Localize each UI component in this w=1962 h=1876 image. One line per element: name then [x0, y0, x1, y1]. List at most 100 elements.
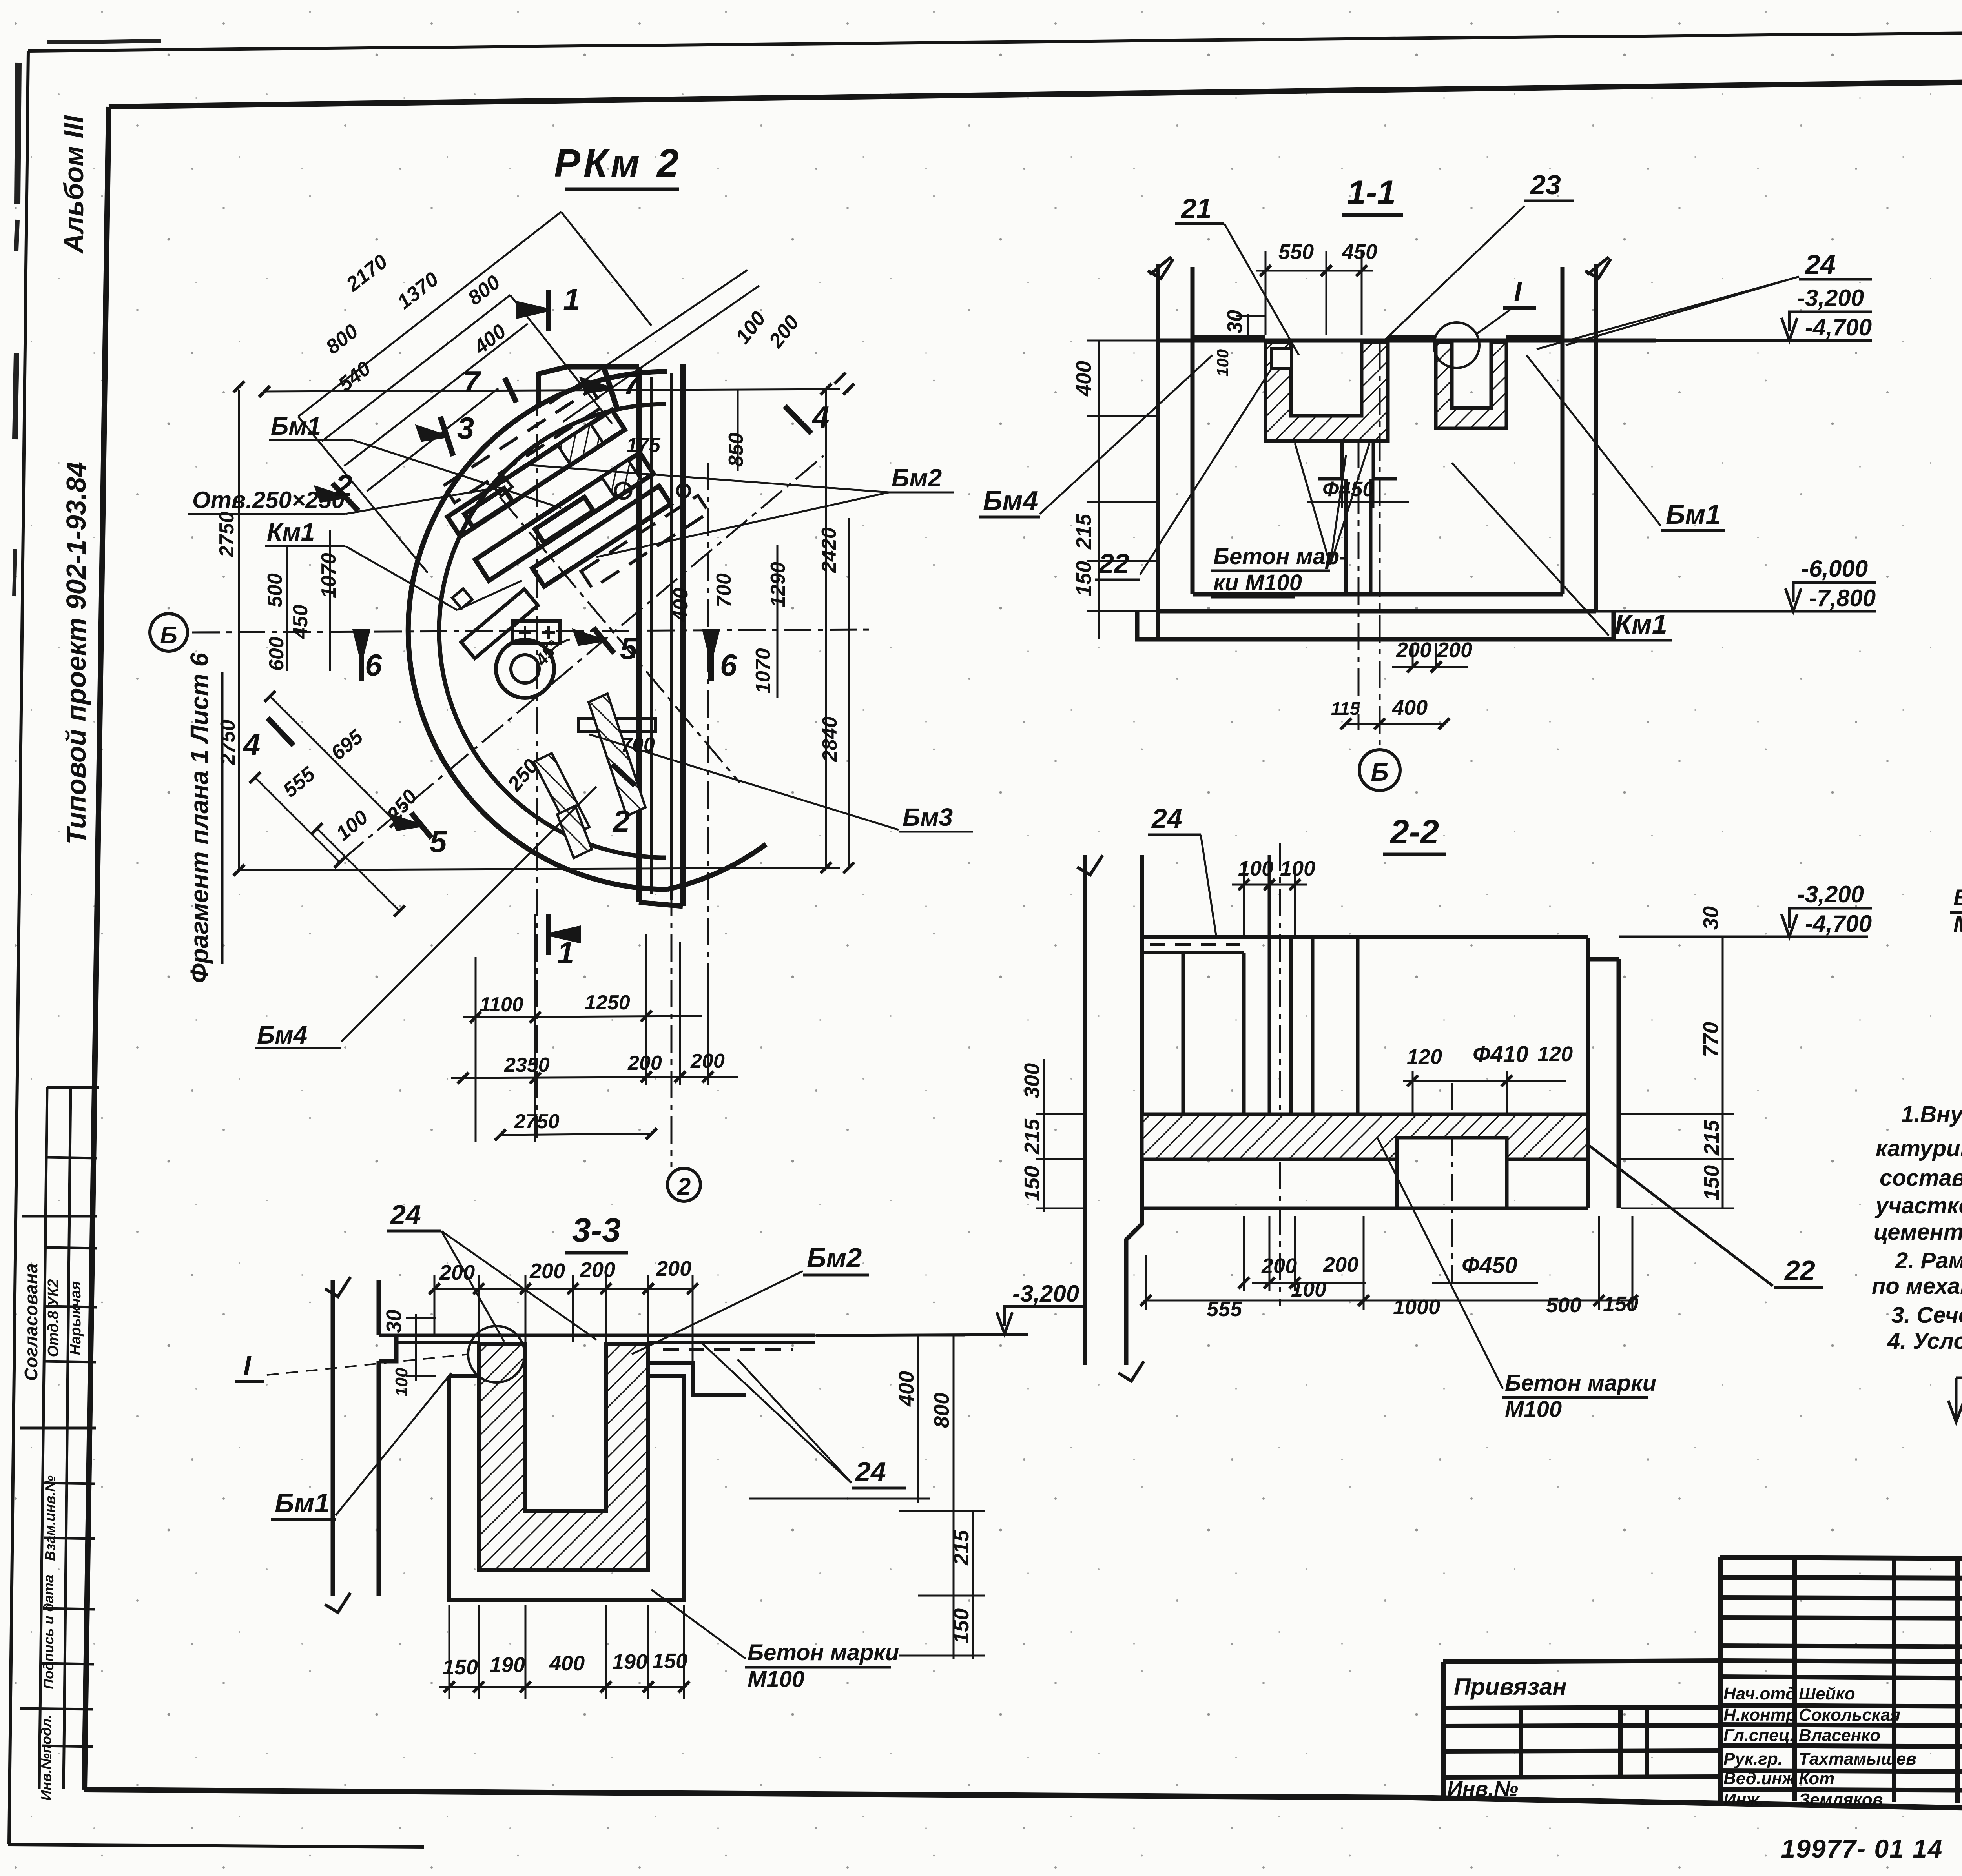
svg-text:2350: 2350	[504, 1054, 550, 1076]
svg-text:Бм4: Бм4	[983, 485, 1038, 516]
svg-text:2: 2	[612, 804, 630, 838]
svg-text:150: 150	[1020, 1166, 1044, 1201]
svg-text:3: 3	[457, 411, 474, 445]
svg-text:22: 22	[1784, 1255, 1815, 1286]
svg-text:цементным раствором.: цементным раствором.	[1874, 1219, 1962, 1245]
svg-text:1100: 1100	[480, 993, 523, 1016]
svg-text:7: 7	[623, 366, 642, 401]
svg-text:Км1: Км1	[267, 518, 315, 546]
svg-text:21: 21	[1180, 193, 1212, 224]
svg-text:500: 500	[264, 573, 286, 607]
svg-text:Км1: Км1	[1615, 609, 1667, 639]
svg-text:Альбом III: Альбом III	[58, 115, 89, 254]
svg-text:4. Условные обозначения:: 4. Условные обозначения:	[1887, 1328, 1962, 1354]
svg-text:24: 24	[1151, 803, 1182, 834]
svg-text:I: I	[243, 1350, 252, 1381]
svg-text:-4,700: -4,700	[1805, 314, 1872, 341]
svg-text:Земляков: Земляков	[1799, 1790, 1883, 1809]
svg-text:300: 300	[1020, 1063, 1044, 1098]
svg-text:215: 215	[1072, 514, 1096, 550]
svg-text:2-2: 2-2	[1389, 813, 1439, 851]
svg-text:2. Рамы щитовых затворов ус: 2. Рамы щитовых затворов установить	[1895, 1248, 1962, 1273]
svg-text:РКм 2: РКм 2	[554, 141, 682, 185]
svg-text:100: 100	[392, 1368, 411, 1397]
svg-text:Бм1: Бм1	[1666, 499, 1721, 530]
svg-text:Бм2: Бм2	[892, 464, 942, 492]
svg-text:2: 2	[335, 468, 352, 503]
svg-text:Шейко: Шейко	[1799, 1684, 1855, 1703]
svg-text:120: 120	[1537, 1042, 1573, 1066]
svg-text:-3,200: -3,200	[1797, 881, 1864, 907]
svg-text:Отд.8 УК2: Отд.8 УК2	[45, 1279, 62, 1357]
svg-text:6: 6	[365, 648, 382, 682]
svg-text:23: 23	[1530, 169, 1561, 200]
svg-text:200: 200	[1323, 1253, 1358, 1277]
svg-text:2840: 2840	[819, 716, 841, 762]
svg-text:Подпись и дата: Подпись и дата	[40, 1575, 57, 1689]
svg-text:2750: 2750	[215, 512, 238, 557]
svg-text:150: 150	[1072, 561, 1096, 596]
svg-text:850: 850	[725, 433, 748, 467]
svg-text:по механическим чертежам.: по механическим чертежам.	[1872, 1273, 1962, 1299]
svg-text:555: 555	[1207, 1297, 1242, 1321]
svg-text:100: 100	[1238, 857, 1273, 880]
svg-text:1290: 1290	[767, 562, 790, 607]
svg-text:150: 150	[950, 1608, 973, 1644]
svg-text:-6,000: -6,000	[1801, 556, 1868, 582]
svg-text:2750: 2750	[514, 1110, 560, 1133]
svg-text:1.Внутренние поверхности лот: 1.Внутренние поверхности лотков ошту-	[1901, 1102, 1962, 1127]
svg-text:115: 115	[1331, 698, 1360, 719]
svg-text:Инв.№подл.: Инв.№подл.	[38, 1714, 54, 1800]
svg-text:450: 450	[289, 605, 312, 639]
svg-text:Бм4: Бм4	[257, 1021, 307, 1049]
svg-text:Бм1: Бм1	[271, 412, 321, 440]
svg-text:Рук.гр.: Рук.гр.	[1723, 1749, 1783, 1769]
svg-text:30: 30	[1223, 310, 1247, 333]
svg-text:800: 800	[930, 1393, 954, 1428]
svg-text:700: 700	[713, 573, 735, 607]
svg-text:4: 4	[243, 727, 260, 762]
svg-text:М100: М100	[1953, 911, 1962, 937]
svg-text:Инж.: Инж.	[1723, 1790, 1764, 1809]
svg-text:400: 400	[895, 1371, 918, 1407]
svg-text:-7,800: -7,800	[1809, 585, 1876, 611]
svg-text:Нач.отд: Нач.отд	[1723, 1684, 1796, 1703]
svg-text:-4,700: -4,700	[1805, 911, 1872, 937]
svg-text:120: 120	[1407, 1045, 1442, 1069]
svg-text:450: 450	[1342, 240, 1377, 264]
svg-text:М100: М100	[748, 1667, 804, 1692]
svg-text:500: 500	[1546, 1293, 1581, 1317]
svg-text:Б: Б	[1371, 758, 1388, 786]
svg-text:Бетон марки: Бетон марки	[748, 1640, 899, 1665]
svg-text:5: 5	[620, 631, 638, 666]
svg-text:1000: 1000	[1393, 1295, 1440, 1319]
svg-text:М100: М100	[1505, 1397, 1562, 1422]
svg-text:22: 22	[1098, 548, 1129, 579]
svg-text:Ф450: Ф450	[1462, 1253, 1517, 1278]
svg-text:24: 24	[855, 1456, 886, 1487]
svg-text:600: 600	[265, 637, 288, 671]
svg-text:Гл.спец.: Гл.спец.	[1723, 1726, 1794, 1745]
svg-text:215: 215	[1020, 1118, 1044, 1155]
svg-text:1250: 1250	[585, 991, 630, 1014]
svg-text:150: 150	[1603, 1292, 1638, 1316]
svg-text:175: 175	[626, 434, 661, 457]
svg-text:1070: 1070	[752, 648, 775, 694]
svg-text:состава 1:2 б=20мм с железн: состава 1:2 б=20мм с железнением. На	[1880, 1165, 1962, 1191]
svg-text:2750: 2750	[217, 719, 239, 765]
svg-text:400: 400	[669, 588, 692, 622]
svg-text:30: 30	[1699, 906, 1723, 930]
svg-text:3-3: 3-3	[572, 1211, 621, 1249]
svg-text:200: 200	[580, 1258, 615, 1282]
svg-text:7: 7	[463, 364, 481, 399]
svg-text:Типовой проект 902-1-93.84: Типовой проект 902-1-93.84	[61, 462, 91, 845]
svg-text:катурить цементно-песчаным р: катурить цементно-песчаным раствором	[1876, 1136, 1962, 1161]
svg-text:ки М100: ки М100	[1213, 570, 1302, 596]
svg-text:190: 190	[612, 1650, 647, 1674]
svg-text:6: 6	[720, 648, 737, 682]
svg-text:200: 200	[690, 1050, 725, 1073]
svg-text:550: 550	[1278, 240, 1314, 264]
svg-text:Власенко: Власенко	[1799, 1726, 1880, 1745]
svg-text:Кот: Кот	[1799, 1769, 1834, 1788]
svg-text:200: 200	[1437, 638, 1472, 662]
